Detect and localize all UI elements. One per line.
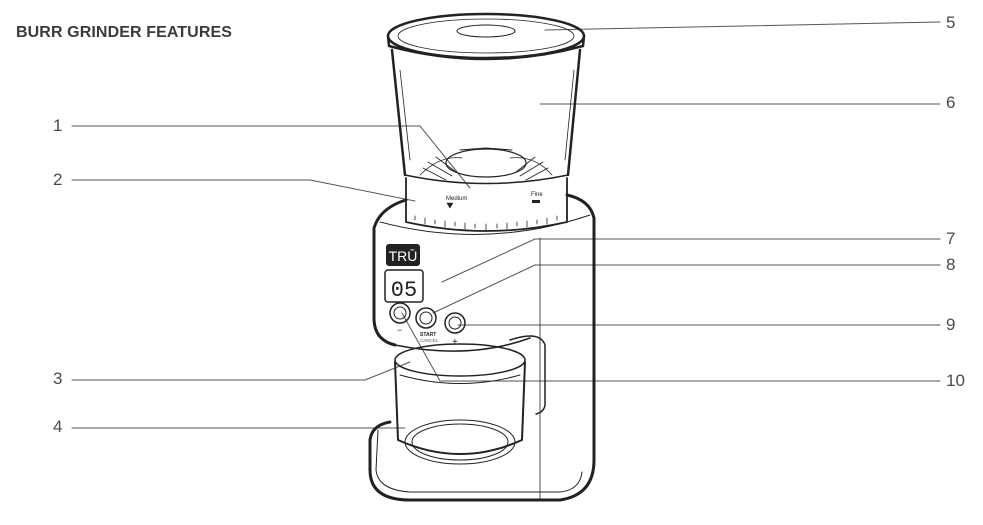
callout-number-7: 7 xyxy=(946,229,956,248)
plus-button xyxy=(444,312,466,334)
display-screen xyxy=(384,269,424,303)
dial-label-medium: Medium xyxy=(446,196,467,202)
leader-8 xyxy=(432,264,941,314)
callout-number-4: 4 xyxy=(53,417,63,436)
callout-number-8: 8 xyxy=(946,255,956,274)
base xyxy=(375,429,583,493)
dial-label-fine: Fine xyxy=(531,192,543,198)
callout-number-6: 6 xyxy=(946,93,956,112)
brand-logo-box xyxy=(386,244,420,266)
callout-number-10: 10 xyxy=(946,371,965,390)
cancel-label: CANCEL xyxy=(420,338,439,343)
grinder-body xyxy=(368,193,596,502)
fine-marker-icon xyxy=(532,200,540,203)
callout-number-2: 2 xyxy=(53,170,63,189)
callout-number-1: 1 xyxy=(53,116,63,135)
hopper-lid xyxy=(386,12,586,61)
bean-hopper xyxy=(390,48,582,185)
grind-dial xyxy=(405,177,568,232)
plus-label: + xyxy=(452,337,458,348)
display-value: 05 xyxy=(391,278,417,303)
minus-label: − xyxy=(397,325,402,335)
leader-10 xyxy=(401,312,941,382)
leader-lines xyxy=(71,21,941,429)
leader-5 xyxy=(544,21,941,31)
leader-1 xyxy=(71,125,471,189)
minus-button xyxy=(389,302,411,324)
brand-logo: TRŪ xyxy=(389,248,418,264)
start-button xyxy=(415,307,437,329)
callout-number-5: 5 xyxy=(946,13,956,32)
leader-2 xyxy=(71,179,416,202)
callout-number-3: 3 xyxy=(53,369,63,388)
callout-number-9: 9 xyxy=(946,315,956,334)
leader-3 xyxy=(71,361,411,381)
start-label: START xyxy=(420,332,436,338)
medium-marker-icon xyxy=(446,202,454,209)
leader-7 xyxy=(441,238,941,283)
grounds-container xyxy=(394,343,526,465)
page-title: BURR GRINDER FEATURES xyxy=(16,24,233,41)
